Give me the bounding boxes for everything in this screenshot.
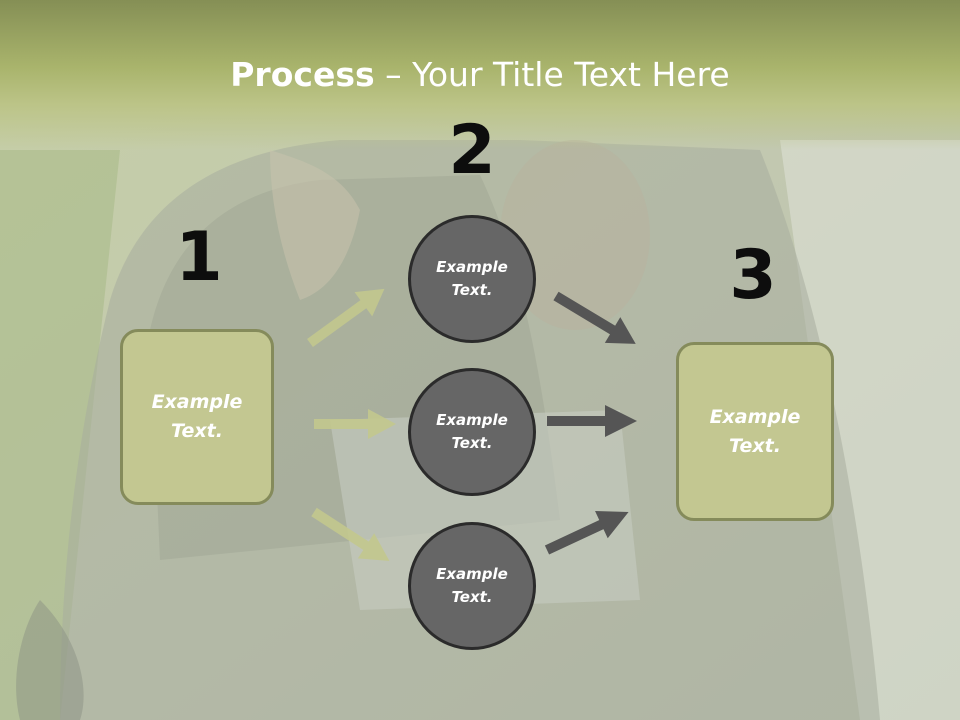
title-rest: – Your Title Text Here xyxy=(374,55,730,94)
circle-bottom-line2: Text. xyxy=(451,588,493,606)
right-box-line2: Text. xyxy=(729,434,781,457)
step-number-1: 1 xyxy=(175,218,223,297)
right-box-line1: Example xyxy=(709,405,801,428)
left-box-line2: Text. xyxy=(171,420,223,442)
left-box-line1: Example xyxy=(151,391,243,413)
left-box: Example Text. xyxy=(120,329,274,505)
title-band xyxy=(0,0,960,150)
circle-top: Example Text. xyxy=(408,215,536,343)
circle-top-line2: Text. xyxy=(451,281,493,299)
slide-title: Process – Your Title Text Here xyxy=(0,52,960,98)
step-number-2: 2 xyxy=(448,111,496,190)
title-bold: Process xyxy=(230,55,375,94)
step-number-3: 3 xyxy=(729,236,777,315)
right-box: Example Text. xyxy=(676,342,834,521)
circle-middle: Example Text. xyxy=(408,368,536,496)
circle-bottom: Example Text. xyxy=(408,522,536,650)
circle-bottom-line1: Example xyxy=(436,565,508,583)
circle-top-line1: Example xyxy=(436,258,508,276)
circle-middle-line2: Text. xyxy=(451,434,493,452)
circle-middle-line1: Example xyxy=(436,411,508,429)
